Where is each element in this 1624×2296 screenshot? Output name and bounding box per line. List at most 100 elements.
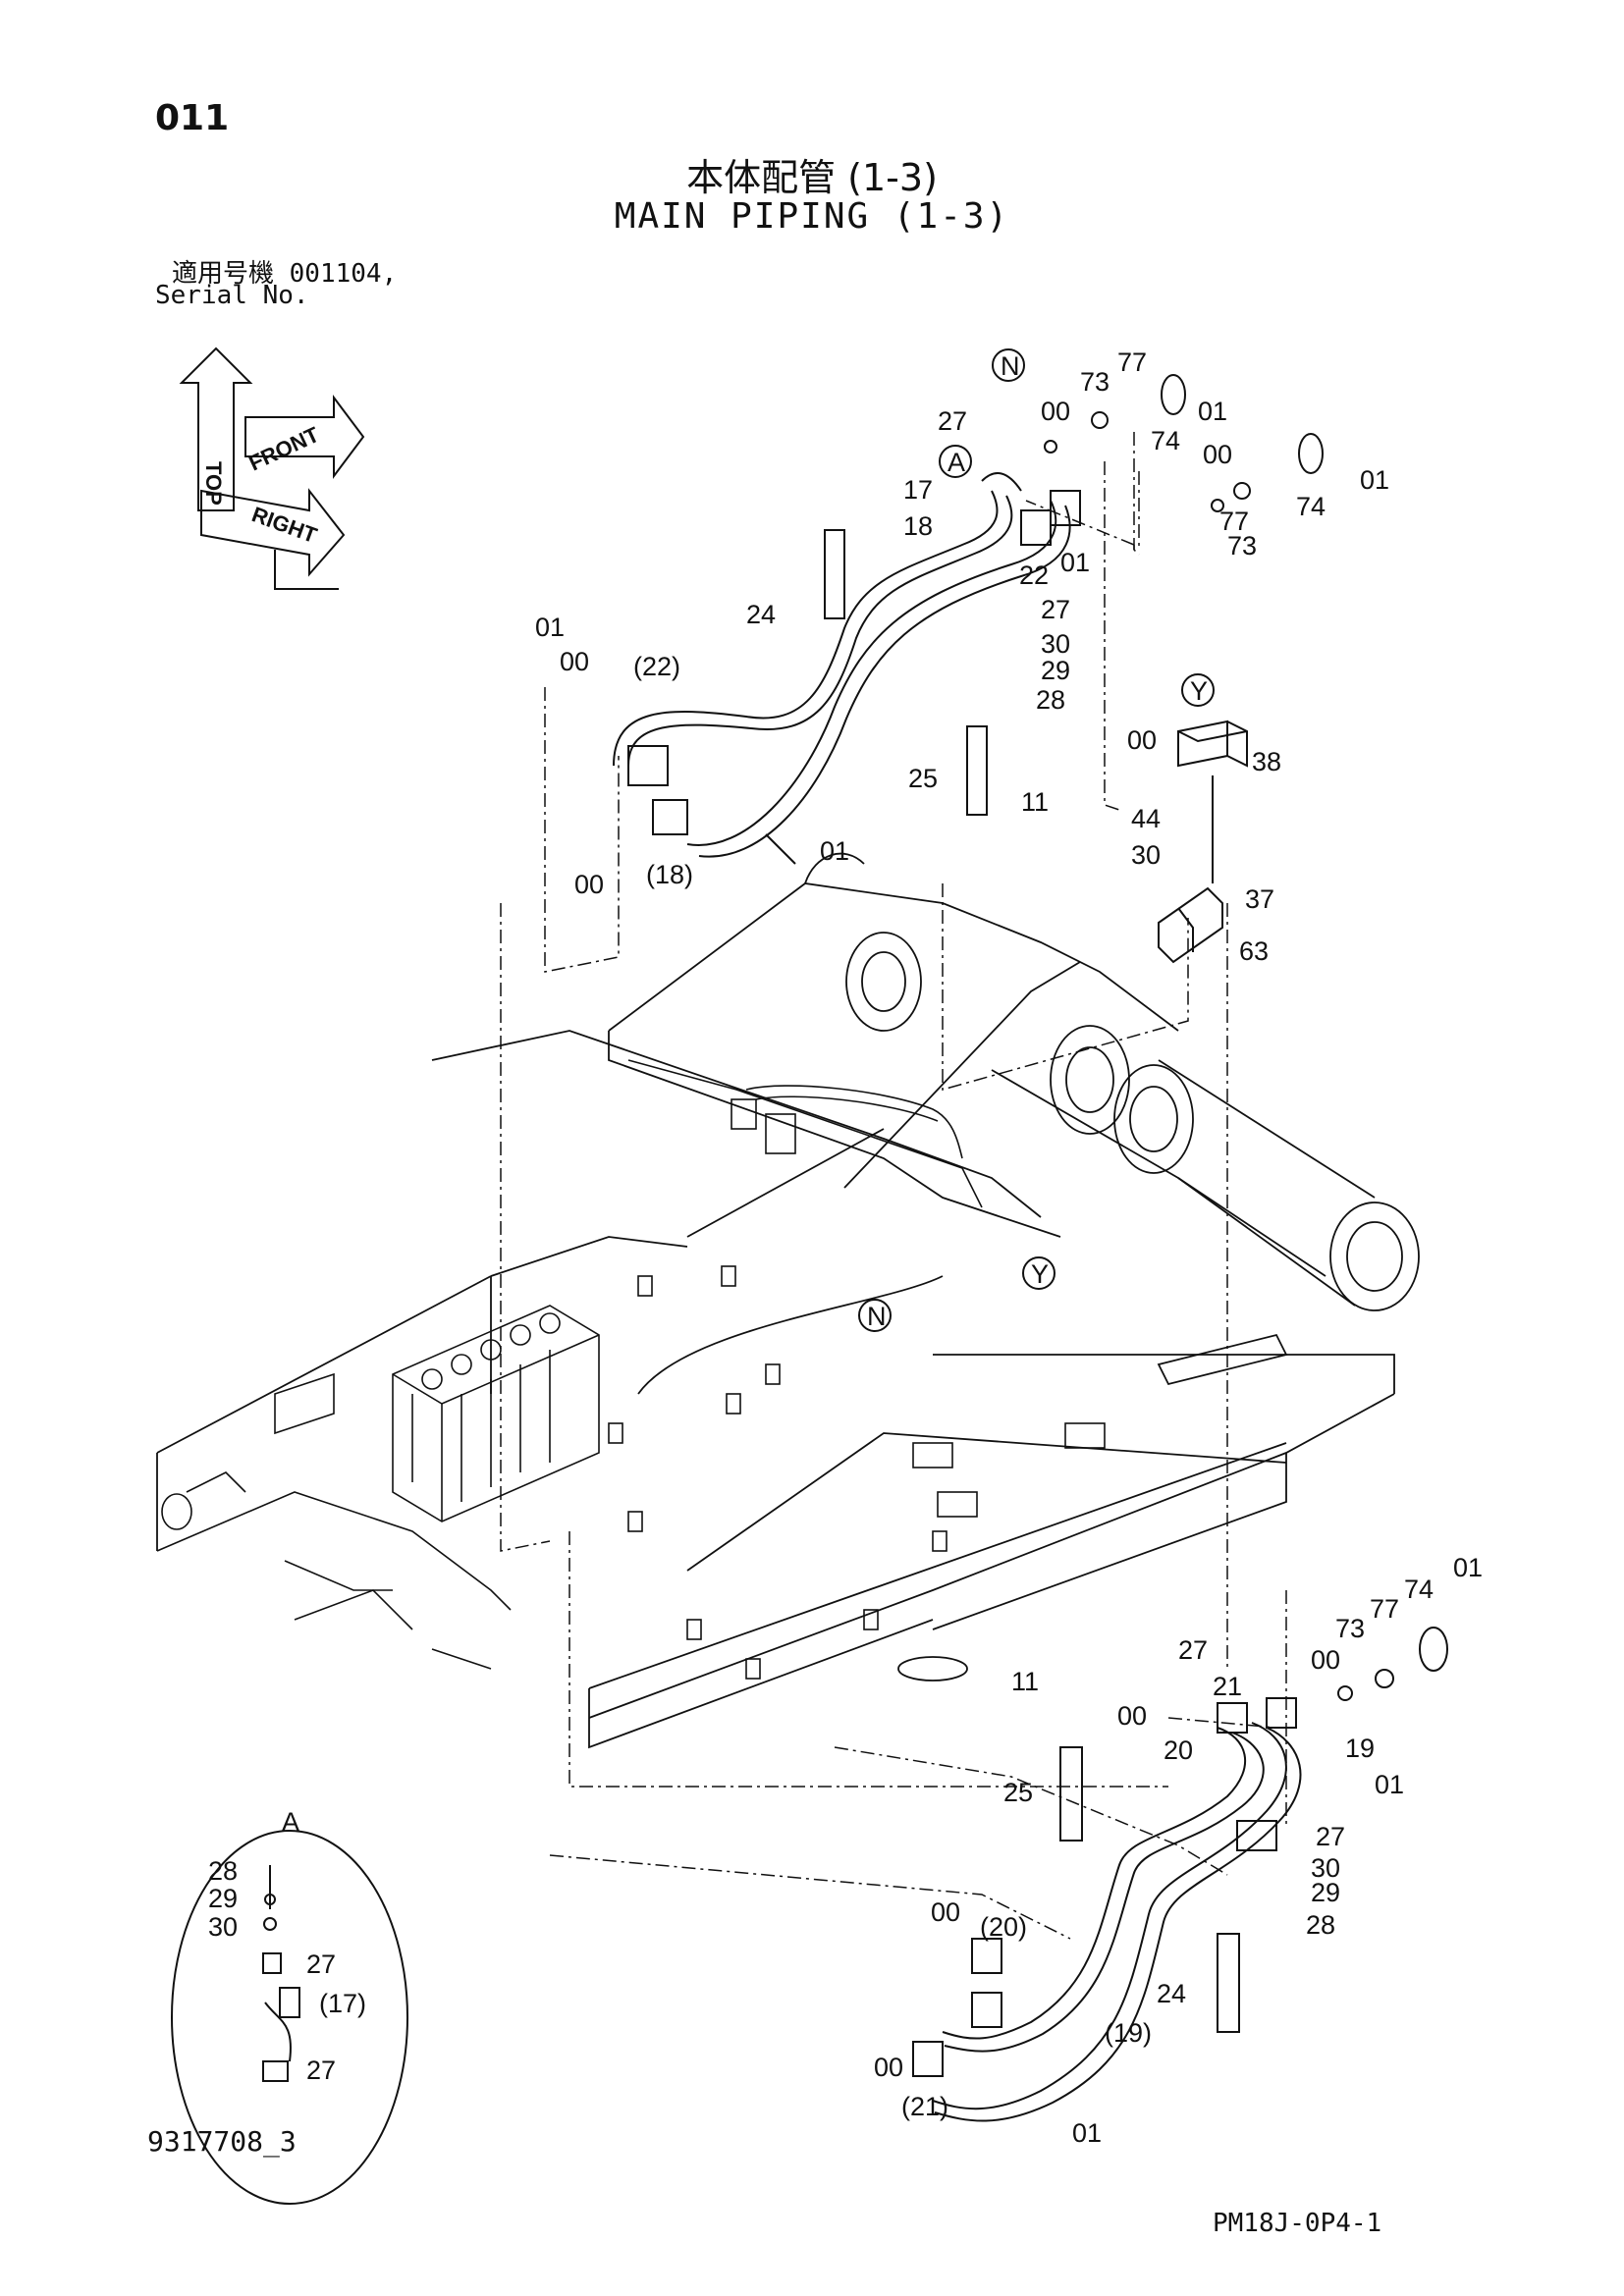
label-01: 01 [820,836,849,866]
label-01: 01 [1198,397,1227,426]
label-20: 20 [1164,1735,1193,1765]
label-00: 00 [1203,440,1232,469]
label-29: 29 [1041,656,1070,685]
detail-label-27: 27 [306,2056,336,2085]
label-ref-19: (19) [1105,2018,1152,2048]
label-74: 74 [1404,1575,1434,1604]
page-number: 011 [155,98,230,138]
label-73: 73 [1335,1614,1365,1643]
label-ref-18: (18) [646,860,693,889]
serial-label-japanese: 適用号機 001104, [172,259,398,289]
label-30: 30 [1131,840,1161,870]
drawing-code: PM18J-0P4-1 [1213,2209,1382,2238]
label-37: 37 [1245,884,1274,914]
orientation-arrows-icon [179,347,365,590]
page-title-japanese: 本体配管 (1-3) [686,156,938,199]
label-27: 27 [938,406,967,436]
label-11: 11 [1021,787,1049,817]
label-17: 17 [903,475,933,505]
control-valve [392,1305,600,1522]
callout-y-frame-label: Y [1031,1259,1049,1289]
callout-n-frame [858,1299,892,1332]
label-00: 00 [1311,1645,1340,1675]
detail-a-label: A [282,1807,299,1837]
label-24: 24 [1157,1979,1186,2008]
label-22: 22 [1019,561,1049,590]
label-00: 00 [1041,397,1070,426]
label-25: 25 [908,764,938,793]
label-21: 21 [1213,1672,1242,1701]
detail-label-30: 30 [208,1912,238,1942]
label-38: 38 [1252,747,1281,776]
label-01: 01 [1360,465,1389,495]
label-00: 00 [874,2053,903,2082]
label-44: 44 [1131,804,1161,833]
label-74: 74 [1151,426,1180,455]
label-27: 27 [1178,1635,1208,1665]
callout-y-upper-label: Y [1190,676,1208,706]
label-ref-20: (20) [980,1912,1027,1942]
callout-n-frame-label: N [867,1302,887,1331]
label-77: 77 [1219,507,1249,536]
label-11: 11 [1011,1667,1039,1696]
callout-y-upper [1181,673,1215,707]
label-28: 28 [1036,685,1065,715]
clamp-plate-25-lower [1059,1746,1083,1842]
label-24: 24 [746,600,776,629]
detail-a-parts [262,1865,300,2082]
lower-left-frame [156,1265,1106,1680]
label-25: 25 [1003,1778,1033,1807]
label-27: 27 [1041,595,1070,624]
callout-n-upper-label: N [1001,351,1020,381]
detail-a-circle [171,1830,408,2205]
bracket-37 [1158,886,1223,964]
lower-right-valve-assembly [1337,1627,1448,1701]
label-73: 73 [1227,531,1257,561]
block-38 [1177,720,1248,768]
upper-pipe-assembly [613,472,1081,865]
label-28: 28 [1306,1910,1335,1940]
label-00: 00 [574,870,604,899]
label-01: 01 [1072,2118,1102,2148]
label-00: 00 [560,647,589,676]
label-27: 27 [1316,1822,1345,1851]
callout-y-frame [1022,1256,1056,1290]
label-77: 77 [1117,347,1147,377]
detail-label-ref-17: (17) [319,1989,366,2018]
clamp-plate-24-upper [824,529,845,619]
frame-pipe [627,1059,983,1208]
label-ref-21: (21) [901,2092,948,2121]
label-30: 30 [1041,629,1070,659]
callout-a-upper-label: A [947,448,965,477]
label-01: 01 [535,613,565,642]
orientation-top-label: TOP [201,461,226,506]
page-title-english: MAIN PIPING (1-3) [614,196,1010,237]
callout-a-upper [939,445,972,478]
label-63: 63 [1239,936,1269,966]
clamp-plate-24-lower [1217,1933,1240,2033]
label-ref-22: (22) [633,652,680,681]
label-74: 74 [1296,492,1326,521]
label-19: 19 [1345,1734,1375,1763]
label-00: 00 [1127,725,1157,755]
detail-label-29: 29 [208,1884,238,1913]
label-30: 30 [1311,1853,1340,1883]
detail-label-27: 27 [306,1949,336,1979]
label-00: 00 [1117,1701,1147,1731]
label-73: 73 [1080,367,1110,397]
label-00: 00 [931,1897,960,1927]
detail-label-28: 28 [208,1856,238,1886]
lower-pipe-assembly [912,1697,1302,2122]
label-18: 18 [903,511,933,541]
callout-n-upper [992,348,1025,382]
label-01: 01 [1375,1770,1404,1799]
upper-right-valve-assembly [1044,374,1324,512]
label-01: 01 [1453,1553,1483,1582]
clamp-plate-25-upper [966,725,988,816]
label-77: 77 [1370,1594,1399,1624]
upper-frame-structure [156,852,1420,1749]
orientation-front-label: FRONT [245,422,324,476]
label-01: 01 [1060,548,1090,577]
